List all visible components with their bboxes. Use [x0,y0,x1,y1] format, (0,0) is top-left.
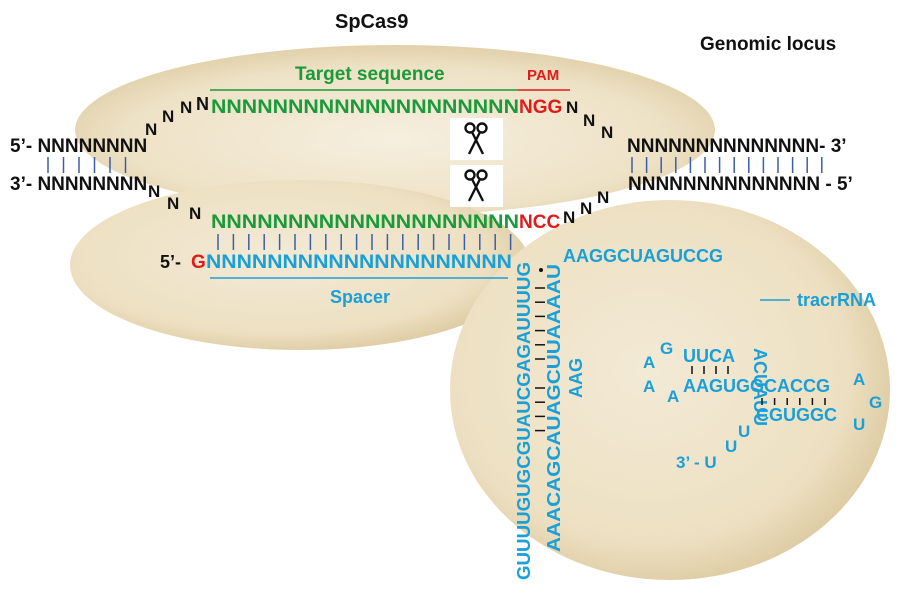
top-target-sequence: NNNNNNNNNNNNNNNNNNNN [211,97,519,118]
top-pam: NGG [519,97,562,118]
tracr-label: tracrRNA [797,290,876,310]
bottom-linker-r3: N [597,188,609,207]
top-strand-right: NNNNNNNNNNNNNN- 3’ [627,136,847,157]
target-sequence-label: Target sequence [295,64,445,85]
hairpin-pair-ticks [761,398,826,405]
tracr-acuauu: ACUAUU [750,348,770,426]
repeat-vertical: GUUUUGUGCGUAUCGAGAUUUUG [514,262,534,580]
bottom-linker-r2: N [580,199,592,218]
bottom-linker-n1: N [148,182,160,201]
uuca: UUCA [683,346,735,366]
cas9-lower-lobe-right [450,200,890,580]
uuca-pair-ticks [691,366,729,374]
cas9-lower-lobe-left [70,180,530,350]
tail-3prime: 3’ - U [676,453,717,472]
guide-prefix: 5’- [160,252,181,272]
pair-ticks-left [47,157,127,173]
loop-g: G [660,339,673,358]
hairpin-a: A [853,370,865,389]
hairpin-u: U [853,415,865,434]
top-linker-n1: N [145,120,157,139]
scissors-icon [450,118,503,160]
bottom-target-sequence: NNNNNNNNNNNNNNNNNNNN [211,212,519,233]
pam-label: PAM [527,67,559,84]
cas9-upper-lobe [75,45,715,215]
bottom-linker-n2: N [167,194,179,213]
aagug: AAGUGGCACCG [683,376,830,396]
loop-a2: A [643,377,655,396]
top-strand-left: 5’- NNNNNNNN [10,136,147,157]
tail-u1: U [738,422,750,441]
genomic-locus-label: Genomic locus [700,34,836,55]
gu-dot [539,268,543,272]
bottom-linker-r1: N [563,208,575,227]
loop-a3: A [667,387,679,406]
cgug: CGUGGC [756,405,837,425]
scissors-icon [450,165,503,207]
top-first-n: N [196,94,209,114]
loop-a1: A [643,353,655,372]
spacer-pair-ticks [217,234,512,250]
top-linker-n2: N [162,107,174,126]
bottom-strand-right: NNNNNNNNNNNNNN - 5’ [628,174,853,195]
guide-g: G [191,252,206,273]
anti-repeat-vertical: AAACAGCAUAGCUUAAAAU [544,264,564,552]
guide-spacer: NNNNNNNNNNNNNNNNNNNN [206,252,512,273]
tail-u2: U [725,437,737,456]
aag-segment: AAG [566,358,586,398]
spacer-label: Spacer [330,287,390,307]
top-linker-n3: N [180,98,192,117]
tracr-top-loop: AAGGCUAGUCCG [563,246,723,266]
top-linker-r1: N [566,98,578,117]
hairpin-g: G [869,393,882,412]
top-linker-r3: N [601,123,613,142]
repeat-pair-ticks [535,287,545,432]
title-spcas9: SpCas9 [335,11,408,33]
bottom-strand-left: 3’- NNNNNNNN [10,174,147,195]
bottom-linker-n3: N [189,204,201,223]
top-linker-r2: N [583,111,595,130]
bottom-pam: NCC [519,212,560,233]
pair-ticks-right [631,157,823,173]
